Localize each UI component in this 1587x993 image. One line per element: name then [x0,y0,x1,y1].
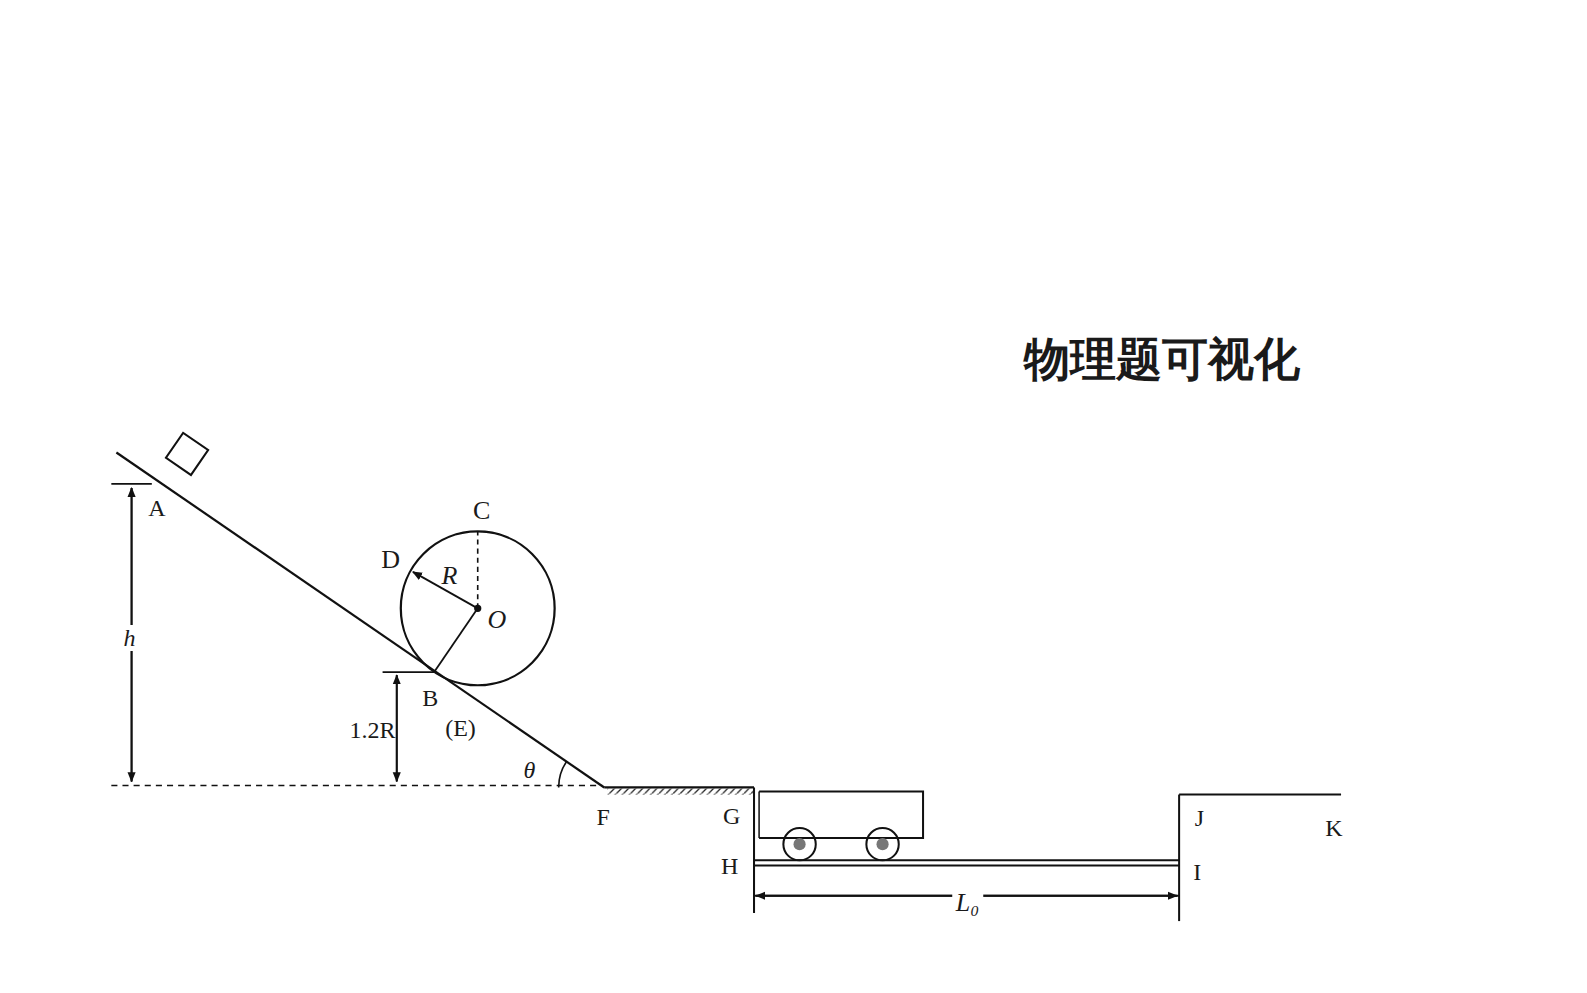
incline [116,452,604,787]
point-label: O [488,607,507,633]
point-label: h [120,625,140,651]
cart [759,792,923,861]
point-label: F [597,805,610,829]
point-label: L₀ [952,889,984,917]
point-label: K [1325,816,1342,840]
point-label: θ [523,758,535,782]
circular-track [401,531,555,685]
point-label: 1.2R [349,718,395,742]
point-label: C [473,498,490,524]
point-label: A [148,496,165,520]
point-label: R [441,563,457,589]
block [166,433,208,475]
point-label: D [381,547,400,573]
point-label: (E) [445,716,476,740]
point-label: I [1193,860,1201,884]
watermark-title: 物理题可视化 [1024,336,1300,382]
point-label: G [723,804,740,828]
point-label: B [422,686,438,710]
point-label: H [721,854,738,878]
point-label: J [1195,806,1204,830]
